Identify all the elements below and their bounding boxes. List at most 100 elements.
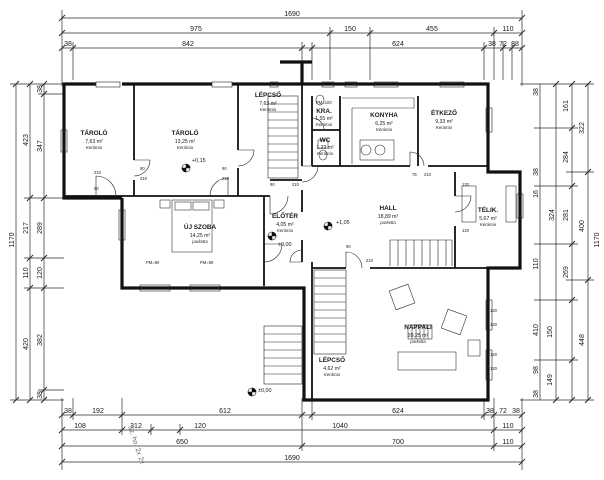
windows <box>60 81 524 381</box>
room-wc-floor: Kerámia <box>317 151 334 156</box>
dim-right-284: 284 <box>563 151 570 163</box>
opening-note-16: 120 <box>462 228 470 233</box>
bottom-dimension-labels: 38 192 612 624 38 72 38 108 312 120 1040… <box>64 408 520 462</box>
dim-right-410: 410 <box>533 324 540 336</box>
room-labels: TÁROLÓ 7,63 m² Kerámia TÁROLÓ 13,25 m² K… <box>81 90 499 377</box>
room-stair-lower-name: LÉPCSŐ <box>319 355 345 364</box>
opening-note-10: 210 <box>424 172 432 177</box>
bed <box>159 199 225 253</box>
room-living: NAPPALI 20,25 m² parketta <box>404 324 432 344</box>
room-hall: HALL 18,89 m² parketta <box>378 205 399 225</box>
room-storage-1: TÁROLÓ 7,63 m² Kerámia <box>81 128 108 150</box>
dim-right-149: 149 <box>547 374 554 386</box>
level-entry-label: ±0,00 <box>258 388 271 394</box>
top-dimension-labels: 1690 975 150 455 110 38 842 624 38 72 38 <box>64 11 519 48</box>
room-stair-upper: LÉPCSŐ 7,63 m² Kerámia <box>255 90 281 112</box>
opening-note-1: 90 <box>94 186 99 191</box>
dim-bottom-624: 624 <box>392 408 404 415</box>
dim-bottom-120: 120 <box>194 423 206 430</box>
stair-hall <box>389 239 453 266</box>
dim-bottom-192: 192 <box>92 408 104 415</box>
opening-note-7: 90 <box>270 182 275 187</box>
room-winter-garden-name: TÉLIK. <box>478 205 498 214</box>
right-dimension-lines <box>520 80 594 404</box>
dim-right-38c: 38 <box>533 390 540 398</box>
level-anteroom-label: ±0,00 <box>278 242 291 248</box>
dim-left-38a: 38 <box>37 85 44 93</box>
room-stair-upper-floor: Kerámia <box>260 107 277 112</box>
dim-top-38c: 38 <box>511 41 519 48</box>
room-anteroom-floor: Kerámia <box>277 228 294 233</box>
room-dining: ÉTKEZŐ 9,33 m² Kerámia <box>431 108 457 130</box>
dim-bottom-612: 612 <box>219 408 231 415</box>
room-storage-2-area: 13,25 m² <box>175 139 196 145</box>
dim-right-110: 110 <box>533 258 540 269</box>
room-kitchen-area: 6,25 m² <box>375 121 393 127</box>
opening-note-3: 90 <box>140 166 145 171</box>
room-new-bedroom-floor: parketta <box>191 239 208 244</box>
opening-note-19: PM=90 <box>146 260 160 265</box>
dim-right-38b: 38 <box>533 168 540 176</box>
stair-entry <box>263 325 303 385</box>
dim-top-38b: 38 <box>488 41 496 48</box>
dim-right-150: 150 <box>547 326 554 338</box>
dim-top-72: 72 <box>499 41 507 48</box>
dim-left-overall: 1170 <box>9 232 16 247</box>
room-stair-lower-floor: Kerámia <box>324 372 341 377</box>
dim-right-322: 322 <box>579 122 586 134</box>
room-stair-lower-area: 4,62 m² <box>323 366 341 372</box>
dim-right-269: 269 <box>563 266 570 278</box>
kitchen-counter <box>342 97 415 164</box>
dim-bottom-38a: 38 <box>64 408 72 415</box>
dim-bottom-38c: 38 <box>512 408 520 415</box>
room-kitchen-floor: Kerámia <box>376 127 393 132</box>
dim-bottom-38b: 38 <box>486 408 494 415</box>
room-kitchen-name: KONYHA <box>370 112 398 119</box>
opening-note-2: 210 <box>94 170 102 175</box>
room-stair-upper-area: 7,63 m² <box>259 101 277 107</box>
room-winter-garden: TÉLIK. 5,67 m² Kerámia <box>478 205 498 227</box>
dim-bottom-650: 650 <box>176 439 188 446</box>
opening-note-11: 120 <box>490 308 498 313</box>
opening-note-20: PM=90 <box>200 260 214 265</box>
opening-note-6: 210 <box>222 176 230 181</box>
opening-note-14: 120 <box>490 366 498 371</box>
room-kitchen: KONYHA 6,25 m² Kerámia <box>370 112 398 132</box>
opening-note-15: 120 <box>462 182 470 187</box>
room-anteroom-area: 4,05 m² <box>276 222 294 228</box>
level-symbol-entry <box>247 387 257 397</box>
bottom-dimension-lines <box>58 398 526 470</box>
room-dining-name: ÉTKEZŐ <box>431 108 457 117</box>
dim-left-347: 347 <box>37 140 44 152</box>
dim-bottom-1040: 1040 <box>332 423 348 430</box>
dim-left-120: 120 <box>37 267 44 279</box>
interior-walls <box>64 84 488 400</box>
level-symbol-hall <box>323 221 333 231</box>
dim-bottom-110a: 110 <box>502 423 513 430</box>
handwritten-margin-note: Sz. ho. 2x 2x <box>126 424 145 465</box>
dim-left-110: 110 <box>23 267 30 278</box>
opening-note-5: 90 <box>222 166 227 171</box>
dim-top-38a: 38 <box>64 41 72 48</box>
dim-left-423: 423 <box>23 134 30 146</box>
dim-right-448: 448 <box>579 334 586 346</box>
room-dining-floor: Kerámia <box>436 125 453 130</box>
dim-bottom-overall: 1690 <box>284 455 300 462</box>
opening-note-21: PM=100 <box>316 100 332 105</box>
opening-note-8: 210 <box>292 182 300 187</box>
dim-right-324: 324 <box>549 209 556 221</box>
opening-notes: 90 210 90 210 90 210 90 210 75 210 120 1… <box>94 100 498 371</box>
room-anteroom-name: ELŐTÉR <box>272 211 298 220</box>
dim-left-420: 420 <box>23 338 30 350</box>
room-wc: WC 1,23 m² Kerámia <box>316 137 334 156</box>
wc-fixtures <box>315 94 329 161</box>
opening-note-18: 210 <box>366 258 374 263</box>
dim-bottom-72: 72 <box>499 408 507 415</box>
dim-right-281: 281 <box>563 209 570 221</box>
room-hall-name: HALL <box>379 205 396 212</box>
opening-note-4: 210 <box>140 176 148 181</box>
room-stair-lower: LÉPCSŐ 4,62 m² Kerámia <box>319 355 345 377</box>
dim-right-98: 98 <box>533 366 540 374</box>
room-wc-area: 1,23 m² <box>316 145 334 151</box>
